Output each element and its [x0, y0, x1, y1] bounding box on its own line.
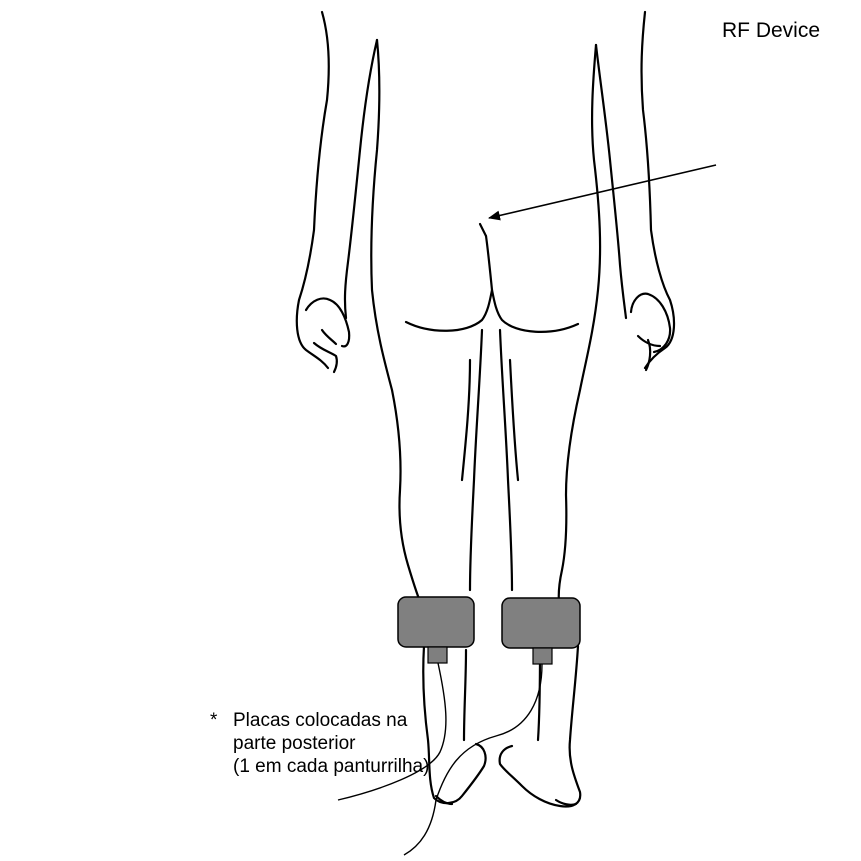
- left-pad: [398, 597, 474, 647]
- right-pad-connector: [533, 648, 552, 664]
- body-outline: [297, 12, 674, 806]
- note-line-3: (1 em cada panturrilha): [233, 755, 429, 779]
- note-line-2: parte posterior: [233, 732, 356, 756]
- calf-pads: [398, 597, 580, 664]
- left-pad-connector: [428, 647, 447, 663]
- right-pad: [502, 598, 580, 648]
- note-line-1: Placas colocadas na: [233, 709, 407, 733]
- rf-device-label: RF Device: [722, 19, 820, 43]
- rf-device-arrow: [489, 165, 716, 218]
- note-asterisk: *: [210, 709, 217, 733]
